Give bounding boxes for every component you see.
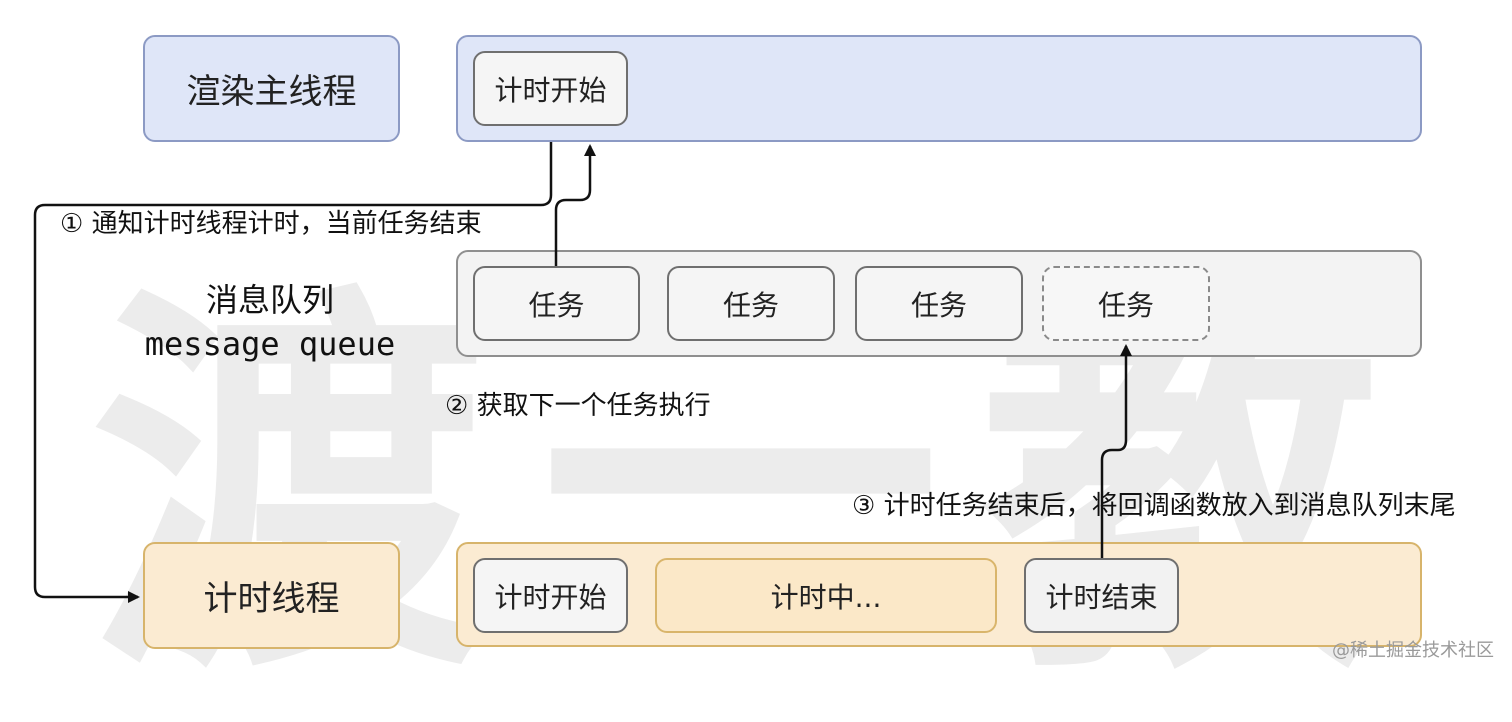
- timer-task-running: 计时中...: [655, 558, 997, 633]
- timer-thread-label: 计时线程: [143, 542, 400, 649]
- message-queue-label-zh: 消息队列: [205, 281, 334, 319]
- step-1-annotation: ① 通知计时线程计时，当前任务结束: [60, 209, 482, 239]
- queue-task-4-new: 任务: [1042, 266, 1210, 341]
- step-3-annotation: ③ 计时任务结束后，将回调函数放入到消息队列末尾: [852, 491, 1456, 521]
- footer-credit: @稀土掘金技术社区: [1332, 640, 1494, 661]
- timer-task-label: 计时结束: [1045, 580, 1158, 614]
- render-thread-label: 渲染主线程: [143, 35, 400, 142]
- timer-task-label: 计时中...: [770, 580, 882, 614]
- timer-task-end: 计时结束: [1024, 558, 1179, 633]
- timer-task-start: 计时开始: [473, 558, 628, 633]
- render-task-label: 计时开始: [494, 73, 607, 107]
- timer-task-label: 计时开始: [494, 580, 607, 614]
- arrow-enqueue-callback: [1100, 344, 1132, 558]
- step-2-annotation: ② 获取下一个任务执行: [445, 391, 711, 421]
- queue-task-2: 任务: [667, 266, 835, 341]
- queue-task-label: 任务: [910, 288, 967, 322]
- render-task-timer-start: 计时开始: [473, 51, 628, 126]
- arrow-next-task: [554, 144, 596, 266]
- message-queue-label-en: message queue: [144, 325, 396, 363]
- render-thread-label-text: 渲染主线程: [186, 72, 357, 112]
- flow-arrows: [33, 142, 1132, 603]
- queue-task-3: 任务: [855, 266, 1023, 341]
- queue-task-label: 任务: [1097, 288, 1154, 322]
- arrow-notify-timer-thread: [33, 142, 553, 603]
- queue-task-1: 任务: [473, 266, 640, 341]
- message-queue-label: 消息队列 message queue: [120, 275, 420, 363]
- timer-thread-label-text: 计时线程: [203, 579, 340, 619]
- queue-task-label: 任务: [722, 288, 779, 322]
- queue-task-label: 任务: [528, 288, 585, 322]
